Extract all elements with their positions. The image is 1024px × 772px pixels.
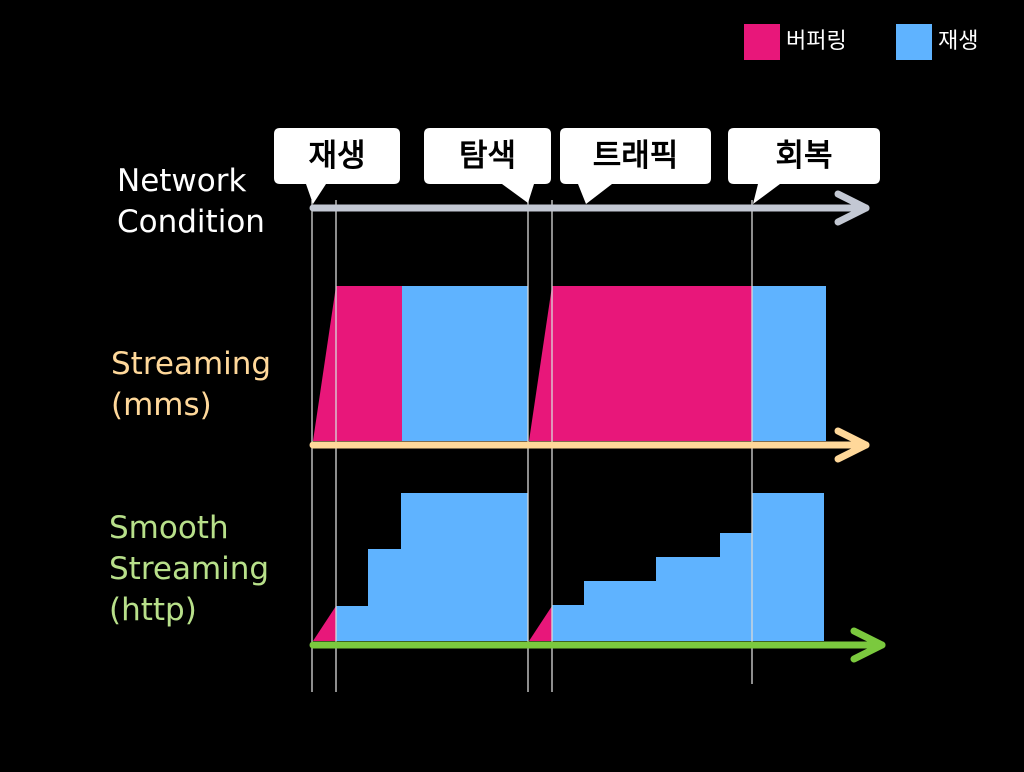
http-buffering-ramp-2 (529, 606, 552, 641)
mms-axis (309, 427, 870, 463)
http-lane (313, 493, 824, 641)
callout-seek-bubble (424, 128, 551, 203)
network-axis-arrowhead (834, 190, 870, 226)
streaming-mms-label-line-1: Streaming (111, 346, 272, 382)
callout-recovery-bubble (728, 128, 880, 204)
callout-seek-label: 탐색 (458, 138, 517, 174)
legend-buffering-label: 버퍼링 (786, 29, 847, 54)
callout-traffic-bubble (560, 128, 711, 204)
mms-buffering-block-1 (336, 286, 402, 441)
http-playing-steps-2 (552, 533, 752, 641)
smooth-streaming-http-label-line-1: Smooth (109, 510, 229, 546)
http-axis (309, 627, 886, 663)
event-callouts (274, 128, 880, 204)
network-axis (309, 190, 870, 226)
http-buffering-ramp-1 (313, 606, 336, 641)
http-playing-steps-1 (336, 493, 528, 641)
callout-recovery-label: 회복 (775, 138, 833, 174)
legend-playing-swatch (896, 24, 932, 60)
streaming-mms-label: Streaming (mms) (111, 344, 271, 426)
callout-traffic-label: 트래픽 (592, 138, 679, 174)
network-condition-label: Network Condition (117, 161, 265, 243)
mms-axis-arrowhead (834, 427, 870, 463)
smooth-streaming-http-label-line-3: (http) (109, 592, 197, 628)
mms-playing-block-2 (752, 286, 826, 441)
smooth-streaming-http-label: Smooth Streaming (http) (109, 508, 269, 631)
mms-playing-block-1 (402, 286, 528, 441)
streaming-mms-label-line-2: (mms) (111, 387, 212, 423)
network-condition-label-line-1: Network (117, 163, 247, 199)
smooth-streaming-http-label-line-2: Streaming (109, 551, 270, 587)
mms-lane (313, 286, 826, 441)
http-playing-block-recovery (752, 493, 824, 641)
mms-buffering-ramp-1 (313, 286, 336, 441)
mms-buffering-block-2 (552, 286, 752, 441)
mms-buffering-ramp-2 (529, 286, 552, 441)
network-condition-label-line-2: Condition (117, 204, 265, 240)
callout-play-label: 재생 (308, 138, 366, 174)
callout-play-bubble (274, 128, 400, 204)
legend-buffering-swatch (744, 24, 780, 60)
http-axis-arrowhead (850, 627, 886, 663)
legend-playing-label: 재생 (938, 29, 979, 54)
